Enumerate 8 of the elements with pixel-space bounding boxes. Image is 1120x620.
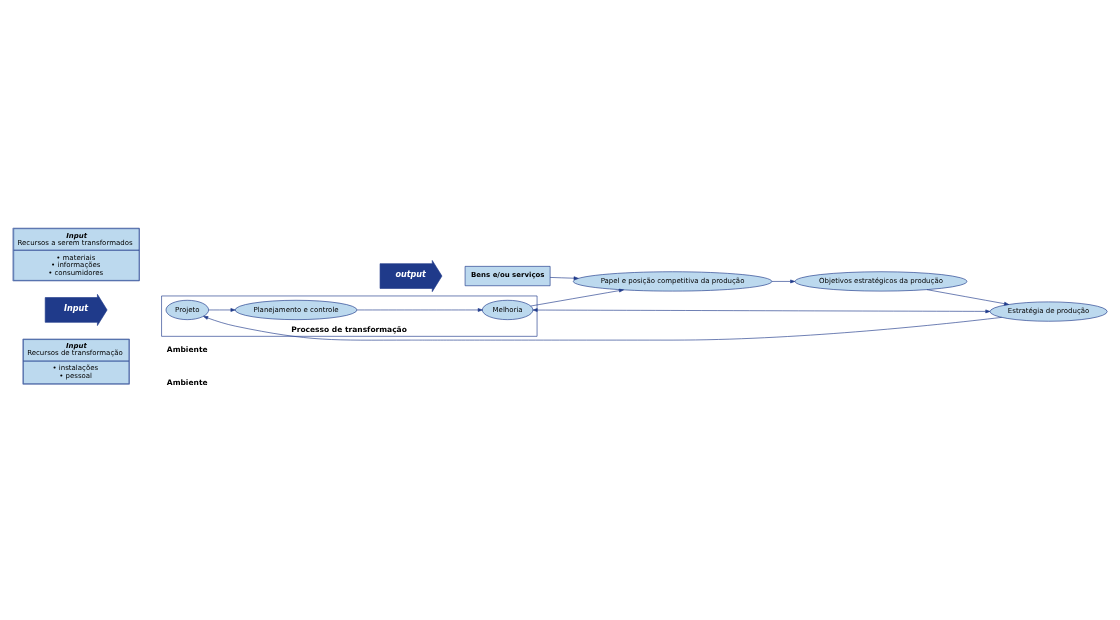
arrow [771,279,796,283]
arrow [203,315,1002,340]
arrow [549,275,579,280]
arrow [532,307,991,313]
arrow [530,288,624,306]
arrow [208,307,236,312]
arrow [356,307,483,312]
arrow [926,288,1010,305]
